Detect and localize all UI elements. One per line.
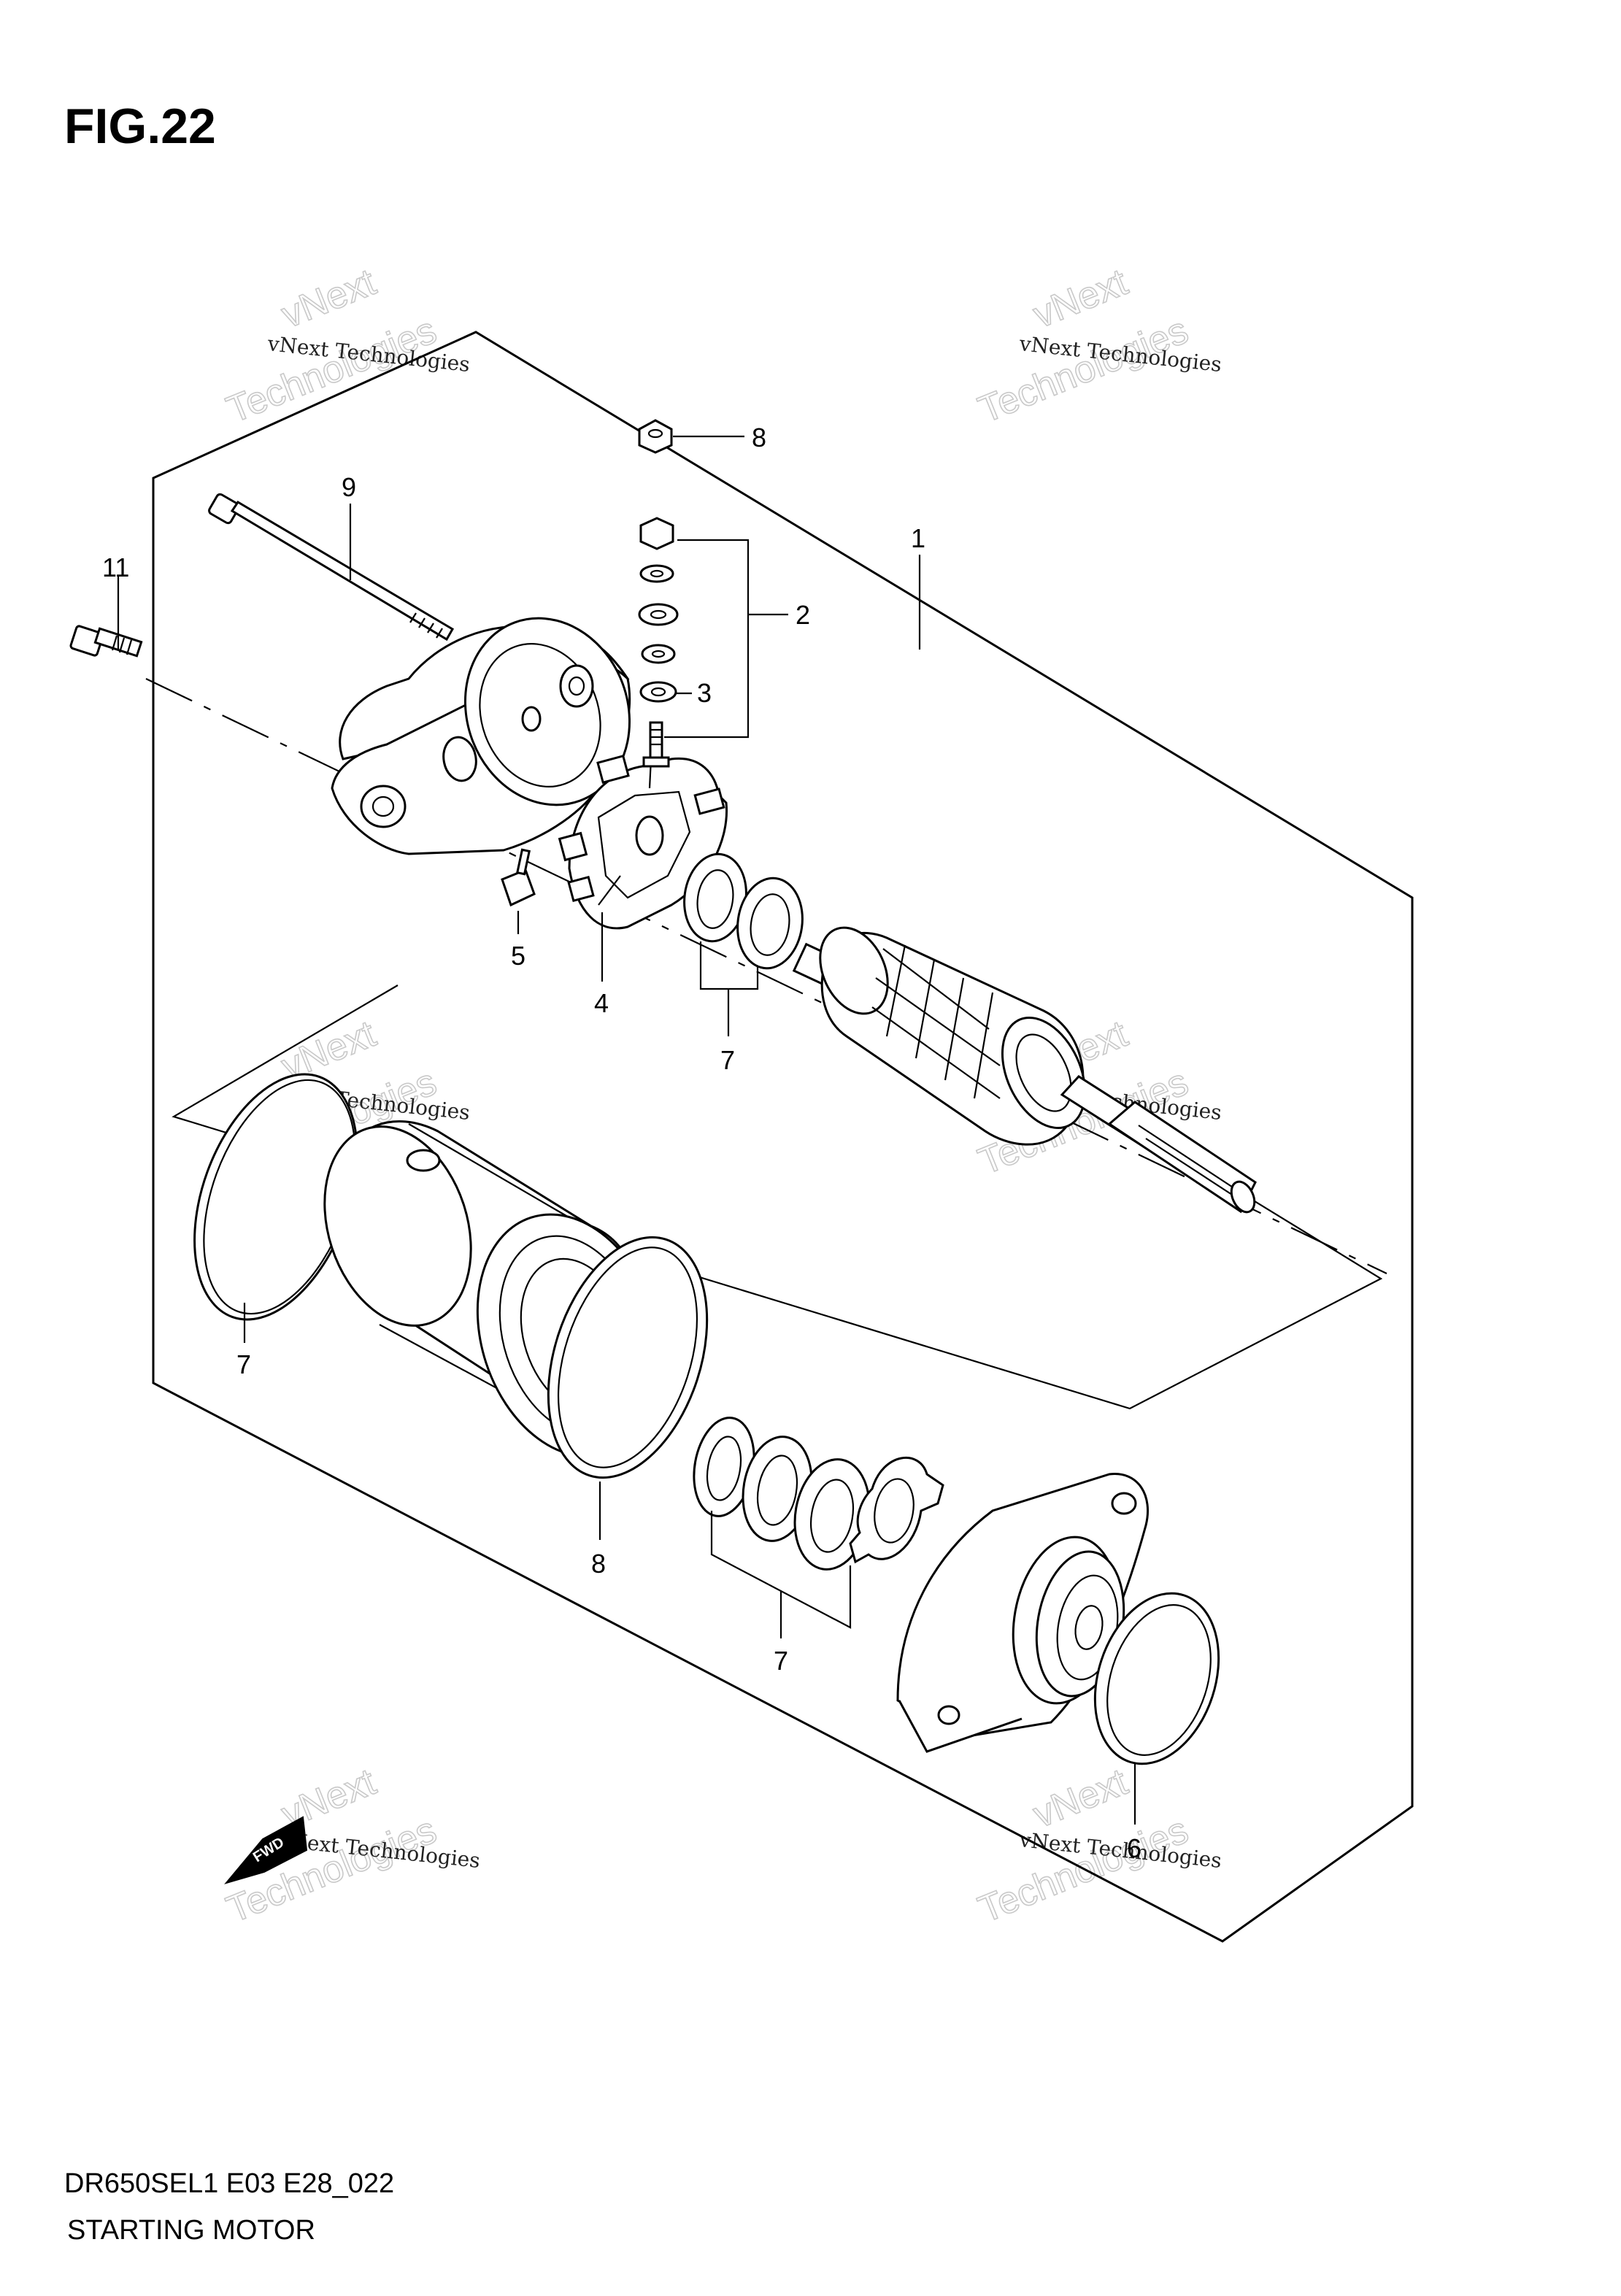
assembly-outline — [152, 331, 1414, 1943]
part-6-oring-inner — [1106, 1604, 1212, 1756]
callout-8-left: 7 — [236, 1349, 251, 1379]
part-7-lower-washers — [693, 1417, 944, 1571]
callout-4: 4 — [594, 988, 609, 1018]
callout-5: 5 — [511, 941, 525, 971]
center-axis — [145, 678, 1387, 1274]
watermark-big-line1: vNext — [1028, 261, 1133, 336]
part-2-terminal-kit — [638, 517, 679, 768]
callout-10: 8 — [752, 423, 766, 452]
leader-lines — [117, 435, 1136, 1825]
part-10-nut — [638, 419, 673, 454]
part-11-bolt — [69, 625, 143, 658]
callout-8-middle: 8 — [591, 1549, 606, 1579]
arrow-icon — [224, 1816, 308, 1884]
footer-name: STARTING MOTOR — [67, 2215, 315, 2246]
callout-7-upper: 7 — [720, 1045, 735, 1075]
reference-plane — [172, 985, 1383, 1410]
footer-code: DR650SEL1 E03 E28_022 — [64, 2168, 394, 2199]
watermark-top-right: vNext Technologies vNext Technologies — [972, 261, 1223, 432]
part-8-oring-middle — [547, 1236, 709, 1479]
watermark-bottom-right: vNext Technologies vNext Technologies — [972, 1760, 1223, 1932]
callout-6: 6 — [1127, 1833, 1141, 1863]
watermark-big-line1: vNext — [276, 261, 382, 336]
callout-1: 1 — [911, 523, 925, 553]
callout-9: 9 — [342, 472, 356, 502]
figure-title: FIG.22 — [64, 99, 216, 154]
watermark-big-line1: vNext — [1028, 1760, 1133, 1836]
callout-3: 3 — [697, 678, 712, 708]
callout-labels: 8 1 2 3 9 11 5 4 7 7 8 7 6 — [102, 423, 1141, 1863]
part-front-cover — [896, 1473, 1150, 1753]
part-armature — [792, 926, 1257, 1214]
part-9-through-bolt — [208, 493, 455, 642]
part-5-brush — [501, 848, 536, 907]
part-7-upper-washers — [683, 852, 804, 970]
callout-2: 2 — [796, 600, 810, 630]
callout-11: 11 — [102, 552, 129, 582]
watermark-top-left: vNext Technologies vNext Technologies — [220, 261, 471, 432]
part-8-oring-middle-inner — [557, 1247, 698, 1468]
part-rear-cover — [331, 617, 631, 855]
part-6-oring — [1093, 1592, 1220, 1765]
callout-7-lower: 7 — [774, 1646, 788, 1676]
